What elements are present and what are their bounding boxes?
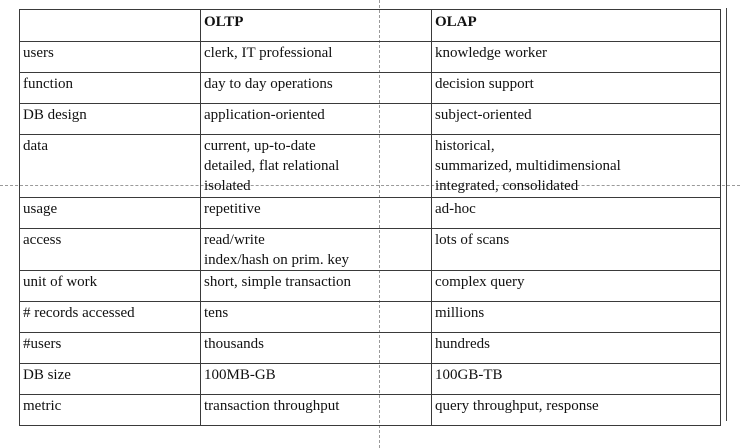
cell-text: repetitive: [204, 201, 261, 217]
oltp-cell: day to day operations: [200, 72, 432, 104]
cell-text: subject-oriented: [435, 107, 532, 123]
cell-text: ad-hoc: [435, 201, 476, 217]
oltp-cell: short, simple transaction: [200, 270, 432, 302]
olap-cell: 100GB-TB: [431, 363, 721, 395]
cell-text: thousands: [204, 336, 264, 352]
table-row: usage repetitive ad-hoc: [19, 197, 721, 229]
header-row: OLTP OLAP: [19, 9, 721, 42]
cell-text: millions: [435, 305, 485, 321]
olap-cell: historical, summarized, multidimensional…: [431, 134, 721, 198]
table-row: unit of work short, simple transaction c…: [19, 270, 721, 302]
row-label: usage: [19, 197, 201, 229]
oltp-cell: application-oriented: [200, 103, 432, 135]
cell-text: read/write: [204, 232, 265, 248]
table-row: DB size 100MB-GB 100GB-TB: [19, 363, 721, 395]
cell-text: day to day operations: [204, 76, 333, 92]
cell-text: tens: [204, 305, 229, 321]
cell-text: clerk, IT professional: [204, 45, 333, 61]
cell-text: decision support: [435, 76, 534, 92]
oltp-cell: repetitive: [200, 197, 432, 229]
cell-text: knowledge worker: [435, 45, 548, 61]
cell-text: query throughput, response: [435, 398, 599, 414]
cell-text: application-oriented: [204, 107, 325, 123]
row-label: access: [19, 228, 201, 271]
cell-text: 100MB-GB: [204, 367, 276, 383]
cell-text: transaction throughput: [204, 398, 340, 414]
table-row: access read/write index/hash on prim. ke…: [19, 228, 721, 271]
cell-text: complex query: [435, 274, 525, 290]
cell-text: current, up-to-date: [204, 138, 316, 154]
cell-text: 100GB-TB: [435, 367, 503, 383]
olap-cell: query throughput, response: [431, 394, 721, 426]
oltp-cell: thousands: [200, 332, 432, 364]
olap-cell: hundreds: [431, 332, 721, 364]
olap-cell: complex query: [431, 270, 721, 302]
cell-text: isolated: [204, 178, 251, 194]
olap-cell: decision support: [431, 72, 721, 104]
olap-cell: subject-oriented: [431, 103, 721, 135]
row-label: #users: [19, 332, 201, 364]
row-label: unit of work: [19, 270, 201, 302]
table-row: metric transaction throughput query thro…: [19, 394, 721, 426]
olap-cell: lots of scans: [431, 228, 721, 271]
oltp-olap-comparison-table: OLTP OLAP users clerk, IT professional k…: [19, 9, 721, 426]
oltp-cell: 100MB-GB: [200, 363, 432, 395]
row-label: users: [19, 41, 201, 73]
cell-text: integrated, consolidated: [435, 178, 579, 194]
olap-cell: ad-hoc: [431, 197, 721, 229]
cell-text: historical,: [435, 138, 495, 154]
row-label: metric: [19, 394, 201, 426]
table-row: data current, up-to-date detailed, flat …: [19, 134, 721, 198]
oltp-cell: read/write index/hash on prim. key: [200, 228, 432, 271]
table-row: users clerk, IT professional knowledge w…: [19, 41, 721, 73]
row-label: # records accessed: [19, 301, 201, 333]
row-label: function: [19, 72, 201, 104]
header-corner-cell: [19, 9, 201, 42]
olap-cell: millions: [431, 301, 721, 333]
cell-text: lots of scans: [435, 232, 510, 248]
cell-text: summarized, multidimensional: [435, 158, 621, 174]
oltp-cell: tens: [200, 301, 432, 333]
header-olap: OLAP: [431, 9, 721, 42]
right-margin-rule: [726, 8, 727, 421]
oltp-cell: transaction throughput: [200, 394, 432, 426]
cell-text: hundreds: [435, 336, 490, 352]
cell-text: index/hash on prim. key: [204, 252, 349, 268]
table-row: # records accessed tens millions: [19, 301, 721, 333]
cell-text: detailed, flat relational: [204, 158, 340, 174]
cell-text: short, simple transaction: [204, 274, 352, 290]
oltp-cell: current, up-to-date detailed, flat relat…: [200, 134, 432, 198]
table-row: function day to day operations decision …: [19, 72, 721, 104]
header-oltp: OLTP: [200, 9, 432, 42]
oltp-cell: clerk, IT professional: [200, 41, 432, 73]
row-label: DB design: [19, 103, 201, 135]
row-label: data: [19, 134, 201, 198]
table-row: DB design application-oriented subject-o…: [19, 103, 721, 135]
table-row: #users thousands hundreds: [19, 332, 721, 364]
olap-cell: knowledge worker: [431, 41, 721, 73]
row-label: DB size: [19, 363, 201, 395]
